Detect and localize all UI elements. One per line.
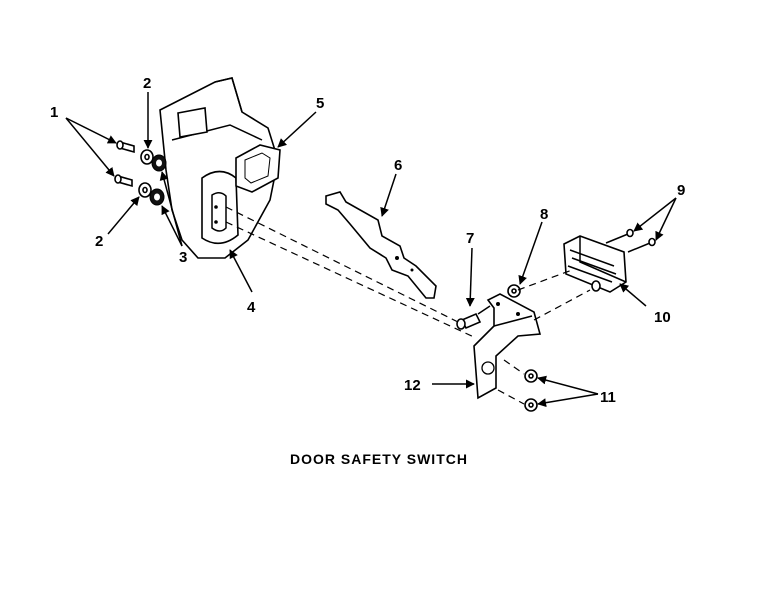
callout-2-lower: 2 — [95, 233, 103, 250]
grommet-part-upper — [151, 154, 167, 172]
callout-2-upper: 2 — [143, 75, 151, 92]
lever-arm-part — [325, 191, 437, 299]
assembly-lines — [225, 206, 591, 405]
bracket-nut-part-lower — [524, 398, 538, 412]
switch-screw-part-lower — [627, 237, 656, 253]
mounting-screw-part — [456, 305, 491, 330]
callout-1: 1 — [50, 104, 58, 121]
callout-leaders — [65, 92, 677, 408]
callout-10: 10 — [654, 309, 671, 326]
callout-3: 3 — [179, 249, 187, 266]
callout-6: 6 — [394, 157, 402, 174]
washer-part-lower — [138, 182, 152, 198]
door-housing-part — [159, 77, 279, 259]
switch-screw-part-upper — [605, 228, 634, 244]
callout-12: 12 — [404, 377, 421, 394]
callout-labels: 1 2 2 3 4 5 6 7 8 9 10 11 12 — [50, 75, 685, 406]
diagram-caption: DOOR SAFETY SWITCH — [290, 451, 468, 467]
callout-11: 11 — [600, 389, 616, 406]
screw-part-upper — [116, 140, 135, 154]
door-actuator-part — [235, 144, 281, 193]
grommet-part-lower — [149, 188, 165, 206]
screw-part-lower — [114, 174, 133, 188]
mounting-bracket-part — [473, 293, 542, 400]
callout-5: 5 — [316, 95, 324, 112]
callout-9: 9 — [677, 182, 685, 199]
nut-part — [507, 284, 521, 298]
callout-8: 8 — [540, 206, 548, 223]
door-switch-part — [563, 235, 627, 293]
callout-7: 7 — [466, 230, 474, 247]
callout-4: 4 — [247, 299, 256, 316]
bracket-nut-part-upper — [524, 369, 538, 383]
washer-part-upper — [140, 149, 154, 165]
